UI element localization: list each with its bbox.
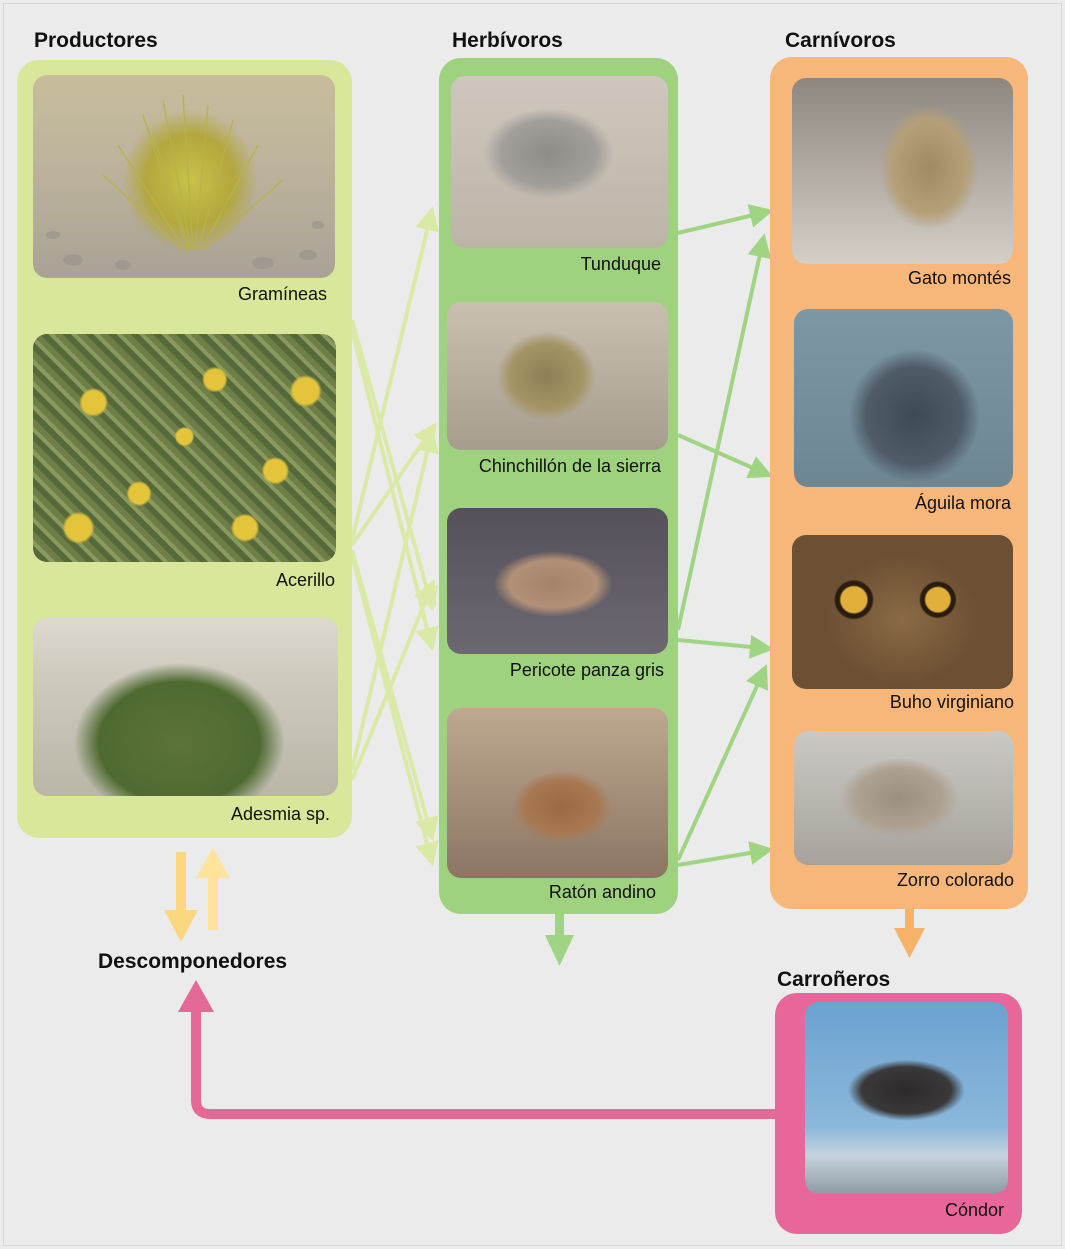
tunduque-photo	[451, 76, 668, 248]
gato-montes-photo	[792, 78, 1013, 264]
grass-tuft-drawing	[33, 75, 335, 278]
arrow-raton-zorro	[678, 851, 762, 865]
carnivores-panel: Gato montés Águila mora Buho virginiano …	[770, 57, 1028, 909]
buho-virginiano-photo	[792, 535, 1013, 689]
decomposers-title: Descomponedores	[98, 950, 287, 974]
producers-panel: Gramíneas Acerillo Adesmia sp.	[17, 60, 352, 838]
herbivore-to-carnivore-arrows	[678, 213, 762, 865]
carnivore-caption-1: Gato montés	[908, 268, 1011, 289]
arrow-adesmia-pericote	[352, 590, 430, 780]
carnivore-to-scavenger-arrow	[894, 906, 925, 958]
aguila-mora-photo	[794, 309, 1013, 487]
carnivores-title: Carnívoros	[785, 29, 896, 53]
adesmia-photo	[33, 618, 338, 796]
producer-decomposer-arrows	[164, 848, 230, 942]
arrow-pericote-gato	[678, 245, 762, 630]
scavenger-to-decomposer-arrow	[178, 980, 778, 1114]
scavengers-panel: Cóndor	[775, 993, 1022, 1234]
herbivore-caption-3: Pericote panza gris	[510, 660, 664, 681]
raton-andino-photo	[447, 708, 668, 878]
arrow-tunduque-gato	[678, 213, 762, 233]
scavenger-caption-1: Cóndor	[945, 1200, 1004, 1221]
herbivores-title: Herbívoros	[452, 29, 563, 53]
herbivore-caption-1: Tunduque	[581, 254, 661, 275]
acerillo-photo	[33, 334, 336, 562]
condor-photo	[805, 1002, 1008, 1194]
herbivore-down-arrow	[545, 912, 574, 966]
pericote-photo	[447, 508, 668, 654]
gramineas-photo	[33, 75, 335, 278]
arrow-gramineas-pericote	[352, 320, 430, 600]
herbivore-caption-4: Ratón andino	[549, 882, 656, 903]
herbivores-panel: Tunduque Chinchillón de la sierra Perico…	[439, 58, 678, 914]
producer-caption-3: Adesmia sp.	[231, 804, 330, 825]
chinchillon-photo	[447, 302, 668, 450]
producer-caption-2: Acerillo	[276, 570, 335, 591]
herbivore-caption-2: Chinchillón de la sierra	[479, 456, 661, 477]
producers-title: Productores	[34, 29, 158, 53]
arrow-pericote-buho	[678, 640, 762, 648]
zorro-colorado-photo	[794, 731, 1013, 865]
producer-caption-1: Gramíneas	[238, 284, 327, 305]
scavengers-title: Carroñeros	[777, 968, 890, 992]
producer-to-herbivore-arrows	[352, 218, 430, 855]
carnivore-caption-4: Zorro colorado	[897, 870, 1014, 891]
carnivore-caption-2: Águila mora	[915, 493, 1011, 514]
carnivore-caption-3: Buho virginiano	[890, 692, 1014, 713]
arrow-raton-buho	[678, 675, 762, 860]
